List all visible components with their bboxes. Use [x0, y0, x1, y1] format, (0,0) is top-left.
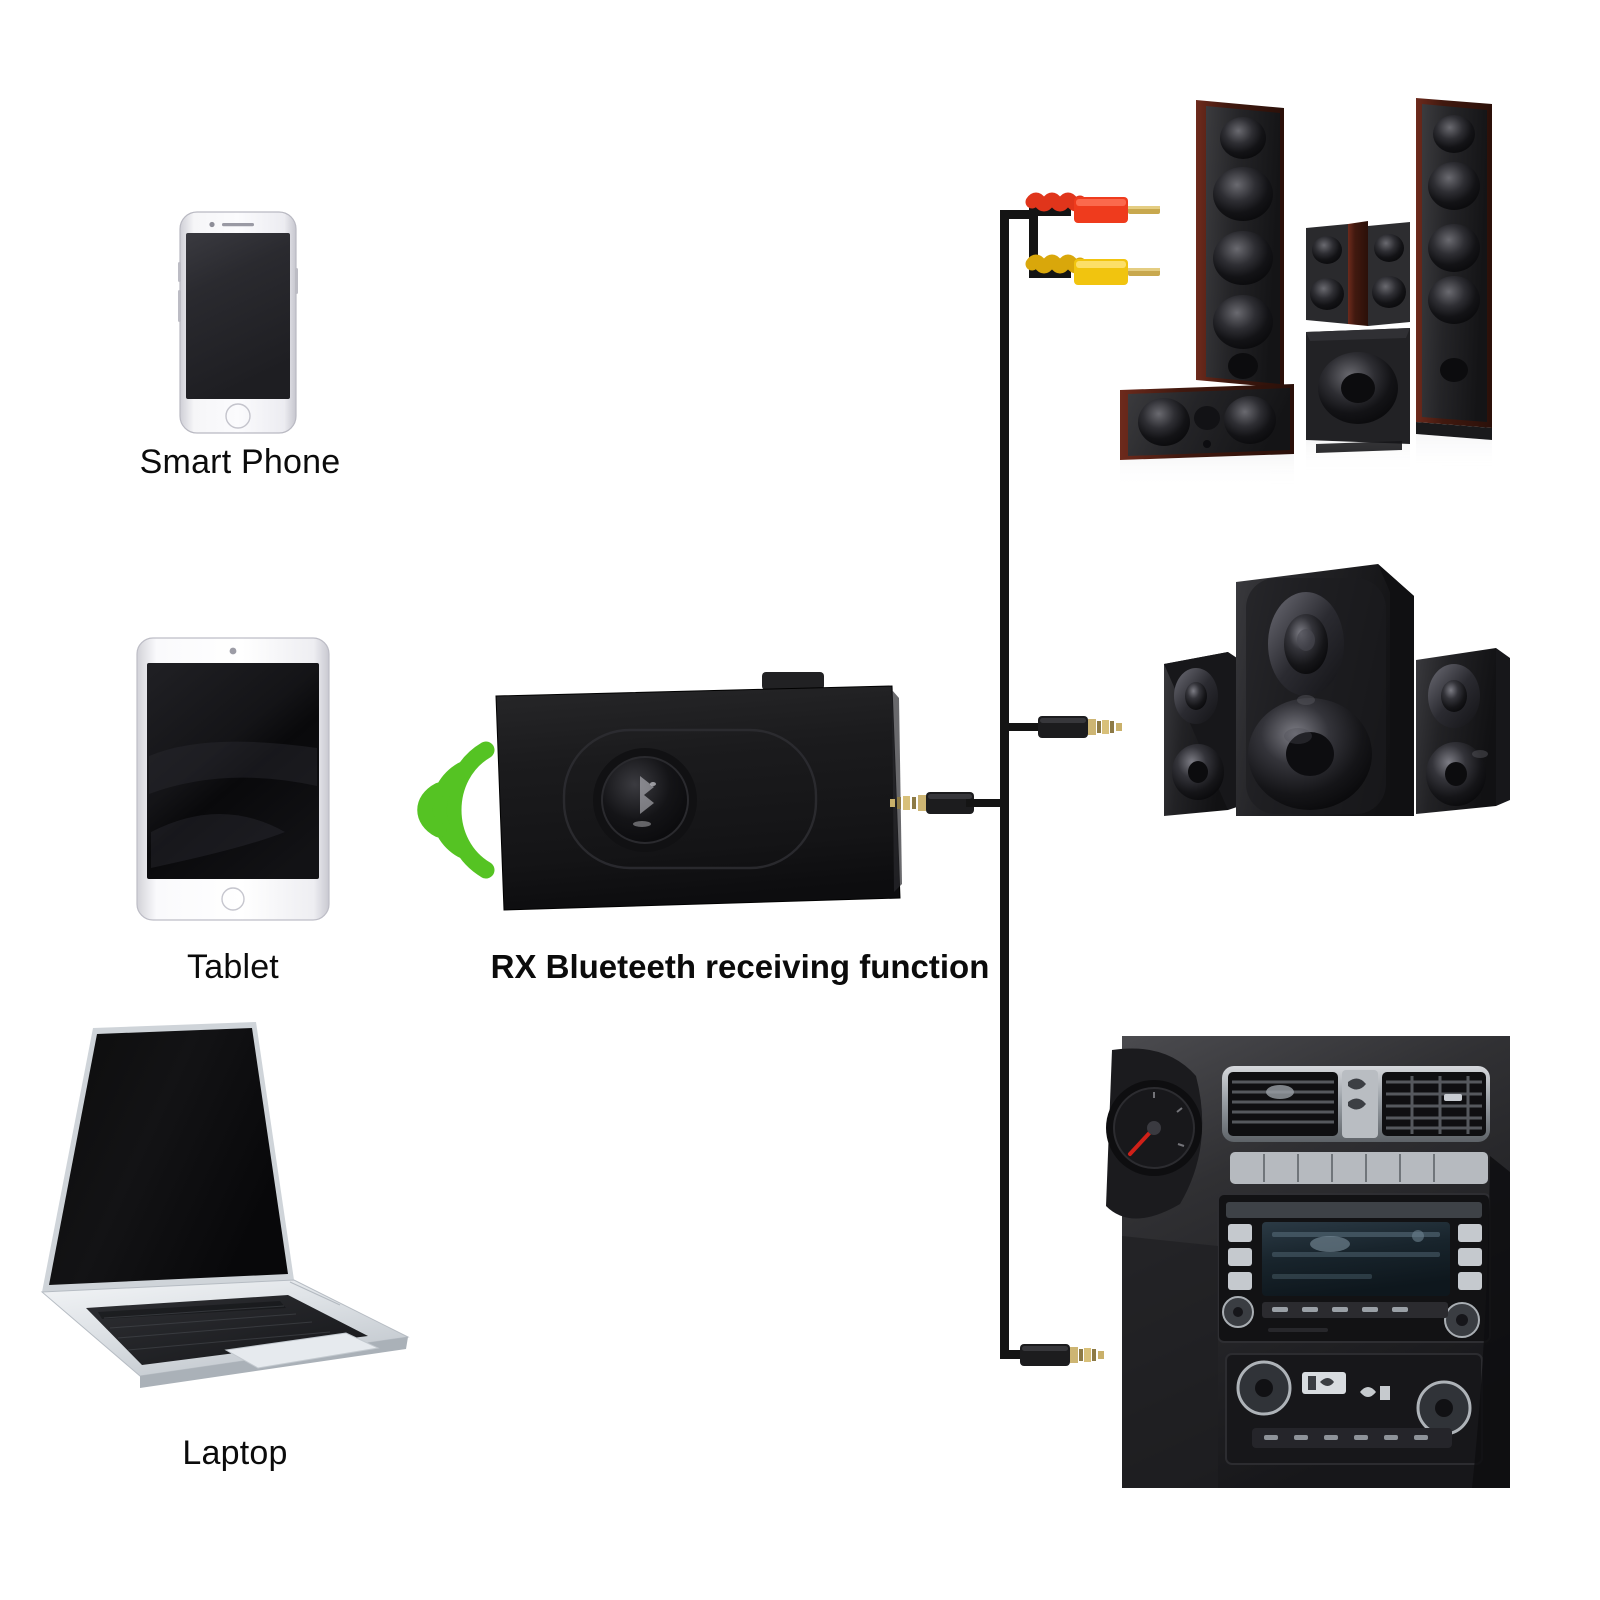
cable-branch-car	[1000, 1350, 1034, 1359]
smartphone-image	[178, 210, 298, 435]
cable-branch-rca-red	[1029, 207, 1071, 216]
tablet-label: Tablet	[187, 948, 279, 986]
rca-plug-red	[1025, 190, 1168, 234]
cable-splitter-riser	[1029, 210, 1038, 278]
rca-plug-yellow	[1025, 252, 1168, 296]
multimedia-speakers-icon	[1128, 548, 1518, 818]
cable-branch-rca-yellow	[1029, 269, 1071, 278]
aux-plug-receiver	[884, 786, 980, 820]
tablet-image	[135, 636, 331, 922]
receiver-label: RX Blueteeth receiving function	[490, 948, 990, 985]
laptop-image	[30, 1020, 430, 1410]
cable-trunk	[1000, 210, 1009, 1358]
home-theater-speakers-icon	[1110, 88, 1510, 488]
car-stereo-icon	[1106, 1036, 1510, 1488]
aux-plug-car	[1018, 1338, 1114, 1372]
aux-plug-speakers	[1036, 710, 1132, 744]
laptop-label: Laptop	[182, 1434, 288, 1472]
smartphone-label: Smart Phone	[139, 443, 341, 481]
bluetooth-receiver-icon	[490, 672, 910, 932]
wireless-signal-icon	[398, 741, 503, 879]
cable-branch-receiver	[966, 799, 1008, 807]
cable-branch-multimedia	[1005, 723, 1053, 731]
cable-splitter-stub	[1000, 210, 1038, 219]
